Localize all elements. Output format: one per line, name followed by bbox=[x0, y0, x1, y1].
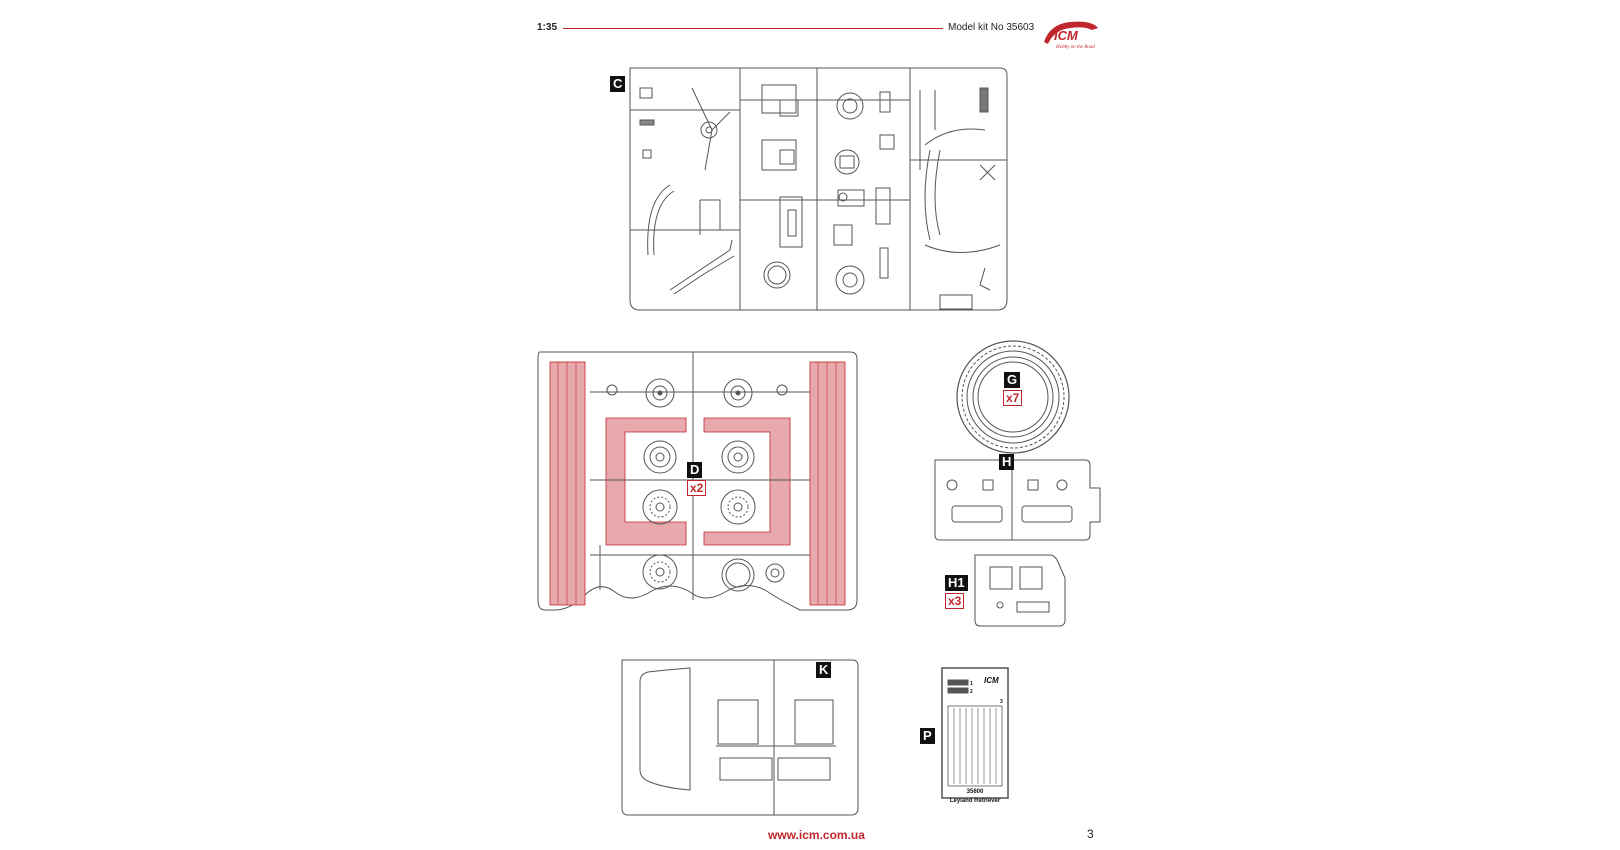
scale-label: 1:35 bbox=[537, 22, 558, 33]
decal-name: Leyland Retriever bbox=[950, 798, 1001, 804]
sprue-d-frame bbox=[537, 351, 858, 611]
sprue-multiplier-d: x2 bbox=[687, 480, 707, 496]
decal-code: 35600 bbox=[967, 789, 984, 795]
sprue-h1-frame bbox=[974, 554, 1066, 627]
logo-text: ICM bbox=[1054, 28, 1079, 43]
sprue-label-h: H bbox=[999, 454, 1015, 470]
sprue-label-h1: H1 bbox=[945, 575, 968, 591]
sprue-c-frame bbox=[629, 67, 1008, 311]
sprue-c-parts bbox=[639, 84, 1001, 295]
sprue-multiplier-g: x7 bbox=[1003, 390, 1023, 406]
sprue-h-frame bbox=[934, 459, 1101, 541]
sprue-label-c: C bbox=[610, 76, 626, 92]
logo-tagline: Hobby on the Road bbox=[1055, 45, 1095, 50]
icm-logo-icon: ICM Hobby on the Road bbox=[1044, 21, 1098, 50]
sprue-k-frame bbox=[621, 659, 859, 816]
decal-text: ICM 1 2 3 35600 Leyland Retriever bbox=[950, 676, 1003, 804]
footer-url-link[interactable]: www.icm.com.ua bbox=[768, 828, 865, 842]
sprue-label-p: P bbox=[920, 728, 935, 744]
sprue-multiplier-h1: x3 bbox=[945, 593, 965, 609]
decal-mark-1: 1 bbox=[970, 681, 973, 687]
sprue-p-sheet bbox=[941, 667, 1009, 799]
sprue-label-g: G bbox=[1004, 372, 1021, 388]
decal-mark-2: 2 bbox=[970, 689, 973, 695]
sprue-d-wheels bbox=[606, 378, 788, 592]
sprue-label-k: K bbox=[816, 662, 832, 678]
page-number: 3 bbox=[1087, 827, 1094, 841]
decal-logo: ICM bbox=[984, 676, 999, 685]
header-rule bbox=[563, 28, 943, 29]
decal-mark-3: 3 bbox=[1000, 699, 1003, 705]
sprue-g-tire bbox=[956, 340, 1070, 454]
sprue-label-d: D bbox=[687, 462, 703, 478]
kit-number: Model kit No 35603 bbox=[948, 22, 1035, 33]
